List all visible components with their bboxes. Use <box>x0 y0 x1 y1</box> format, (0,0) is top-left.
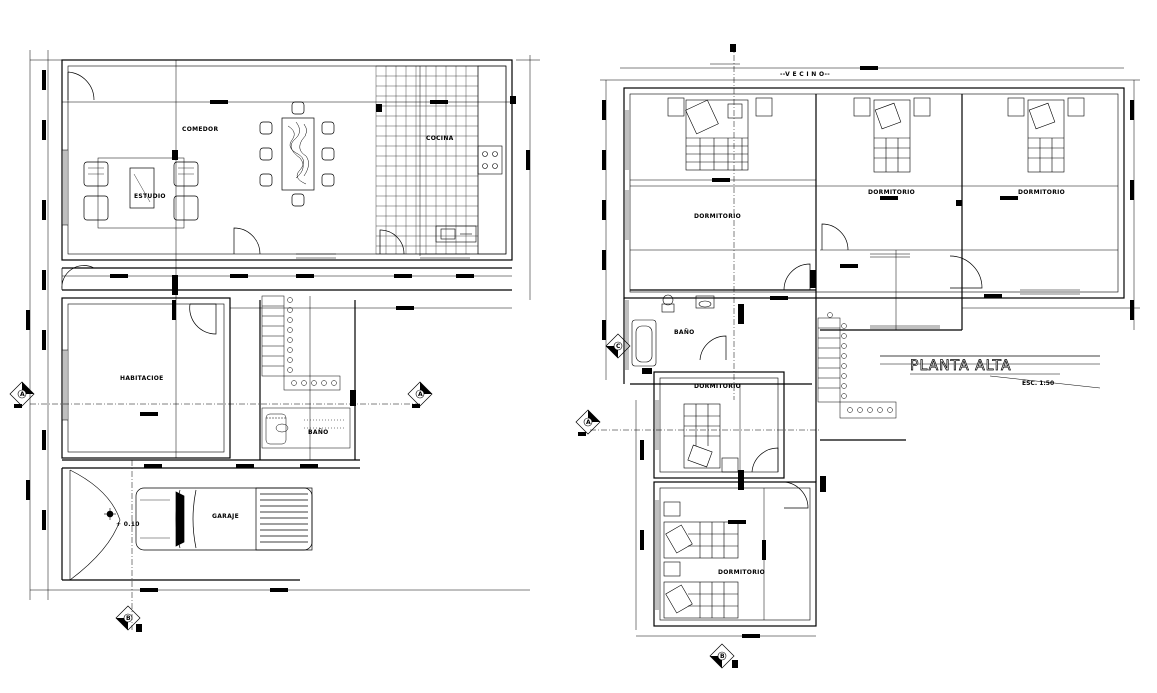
study-table-icon <box>83 157 199 229</box>
room-label-comedor: COMEDOR <box>182 126 218 133</box>
room-label-bano-ground: BAÑO <box>308 429 329 436</box>
upper-bathroom-fixtures <box>631 294 715 367</box>
section-marker-icon: A <box>9 381 35 408</box>
section-marker-icon: B <box>115 605 142 632</box>
room-label-cocina: COCINA <box>426 135 454 142</box>
bed-icon <box>667 97 773 171</box>
bed-icon <box>853 97 931 173</box>
stove-icon <box>477 145 503 175</box>
upper-dimension-lines <box>590 44 1140 638</box>
section-marker-icon: C <box>605 333 631 359</box>
section-marker-label: B <box>720 653 725 660</box>
section-marker-label: A <box>418 391 423 398</box>
bed-icon <box>1007 97 1085 173</box>
dining-table-icon <box>259 101 335 207</box>
bed-icon <box>683 403 739 473</box>
section-marker-label: B <box>126 615 131 622</box>
plan-scale: ESC. 1:50 <box>1022 380 1054 387</box>
level-marker-icon <box>104 508 116 520</box>
upper-floor-walls <box>623 87 1125 627</box>
section-marker-label: A <box>20 391 25 398</box>
section-marker-label: C <box>616 343 621 350</box>
sink-icon <box>435 225 477 243</box>
ground-floor-doors <box>61 71 405 581</box>
section-marker-icon: B <box>709 643 738 669</box>
room-label-bano-upper: BAÑO <box>674 329 695 336</box>
ground-floor-windows <box>62 149 470 421</box>
room-label-garaje: GARAJE <box>212 513 239 520</box>
bed-icon <box>663 561 739 619</box>
ground-floor-walls <box>61 59 516 581</box>
room-label-estudio: ESTUDIO <box>134 193 166 200</box>
plan-title: PLANTA ALTA <box>910 358 1012 374</box>
ground-dimension-lines <box>26 50 540 630</box>
room-label-dormitorio-2: DORMITORIO <box>868 189 915 196</box>
bed-icon <box>663 501 739 559</box>
plan-title-block: PLANTA ALTA ESC. 1:50 <box>880 355 1101 389</box>
car-icon <box>135 487 313 551</box>
upper-floor-plan: --V E C I N O-- DORMITORIO DORMITORIO DO… <box>575 44 1140 669</box>
section-marker-icon: A <box>575 409 601 436</box>
room-label-dormitorio-4: DORMITORIO <box>694 383 741 390</box>
room-label-dormitorio-5: DORMITORIO <box>718 569 765 576</box>
section-marker-label: A <box>586 419 591 426</box>
upper-floor-doors <box>699 223 983 509</box>
ground-stairs-icon <box>261 295 341 391</box>
room-label-dormitorio-3: DORMITORIO <box>1018 189 1065 196</box>
ground-floor-plan: COMEDOR COCINA ESTUDIO HABITACIOE BAÑO G… <box>9 50 540 632</box>
neighbor-label: --V E C I N O-- <box>780 71 830 78</box>
upper-floor-windows <box>625 110 1080 610</box>
level-mark-label: + 0.10 <box>116 521 140 528</box>
kitchen-tile-grid <box>375 65 507 255</box>
room-label-dormitorio-1: DORMITORIO <box>694 213 741 220</box>
room-label-habitacion: HABITACIOE <box>120 375 164 382</box>
upper-stairs-icon <box>817 312 897 419</box>
section-marker-icon: A <box>407 381 433 408</box>
ground-bathroom-fixtures <box>261 407 351 449</box>
